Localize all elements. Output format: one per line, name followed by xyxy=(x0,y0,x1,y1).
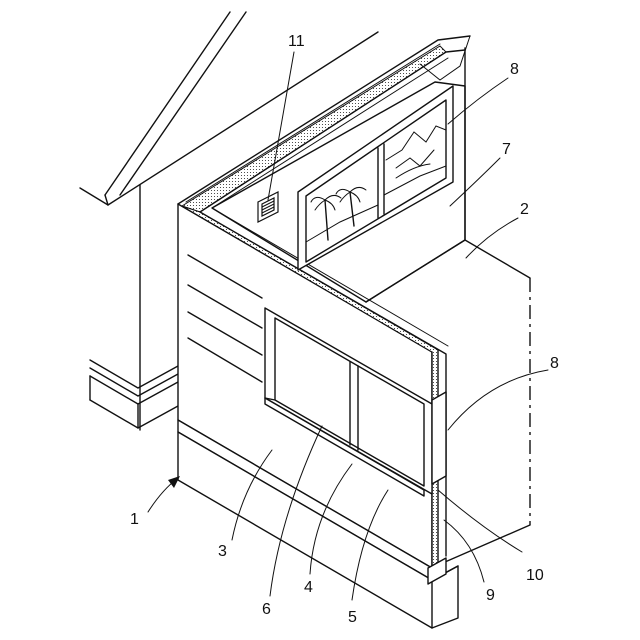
label-2: 2 xyxy=(520,201,529,218)
label-1: 1 xyxy=(130,511,139,528)
label-8-top: 8 xyxy=(510,61,519,78)
label-6: 6 xyxy=(262,601,271,618)
label-10: 10 xyxy=(526,567,544,584)
label-9: 9 xyxy=(486,587,495,604)
existing-building xyxy=(90,185,178,430)
label-8-side: 8 xyxy=(550,355,559,372)
label-3: 3 xyxy=(218,543,227,560)
label-4: 4 xyxy=(304,579,313,596)
label-5: 5 xyxy=(348,609,357,626)
label-7: 7 xyxy=(502,141,511,158)
label-11: 11 xyxy=(288,33,305,50)
